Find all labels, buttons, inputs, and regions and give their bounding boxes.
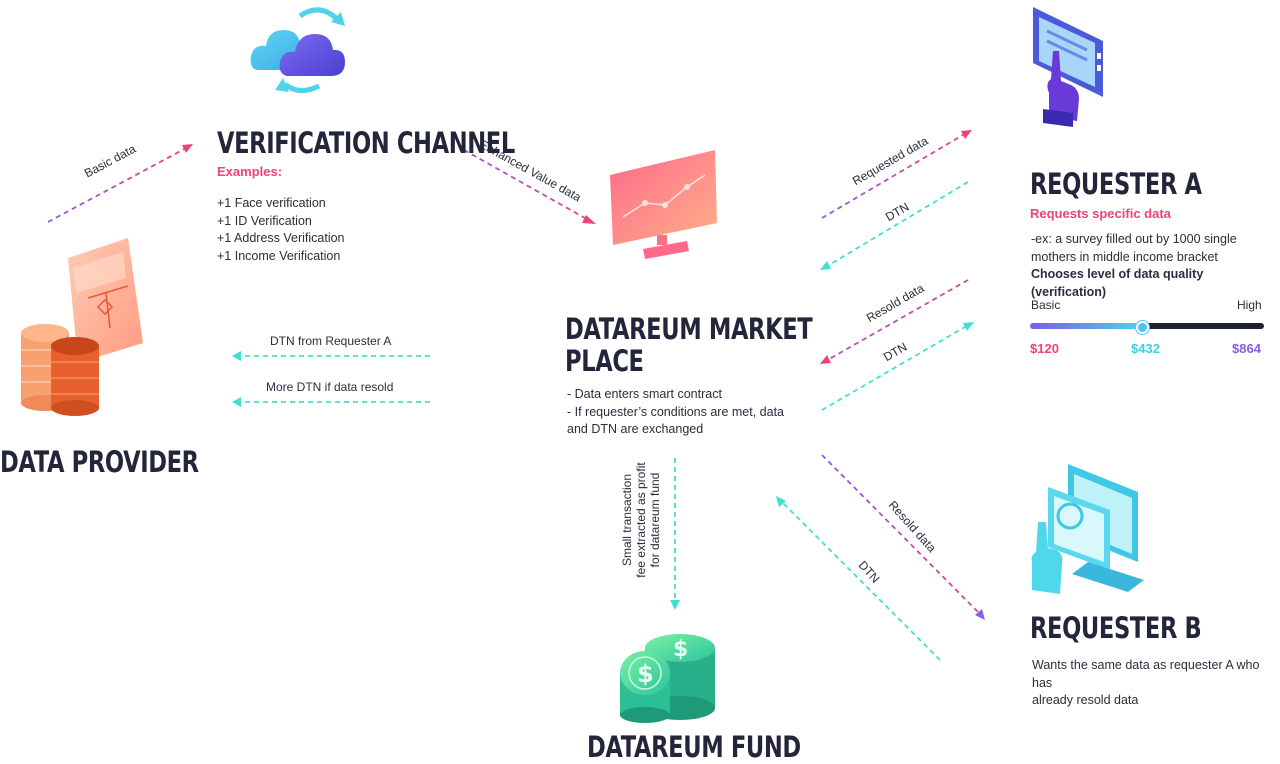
marketplace-line: - Data enters smart contract bbox=[567, 387, 722, 401]
arrow-requested-data bbox=[821, 131, 969, 219]
requester-b-title: REQUESTER B bbox=[1030, 611, 1202, 645]
arrowhead-requested bbox=[961, 130, 972, 139]
arrowhead-fee bbox=[670, 600, 680, 610]
arrowhead-enhanced bbox=[582, 215, 596, 224]
fund-title: DATAREUM FUND bbox=[587, 730, 801, 764]
label-fee: Small transaction fee extracted as profi… bbox=[620, 460, 662, 580]
arrowhead-dtn-b bbox=[776, 496, 786, 507]
svg-text:$: $ bbox=[673, 637, 688, 662]
verification-title: VERIFICATION CHANNEL bbox=[217, 126, 515, 160]
arrowhead-dtn-top bbox=[820, 261, 831, 270]
verification-item: +1 Income Verification bbox=[217, 248, 341, 263]
requester-b-description: Wants the same data as requester A who h… bbox=[1032, 657, 1280, 710]
marketplace-title-line1: DATAREUM MARKET bbox=[565, 312, 813, 346]
slider-max-label: High bbox=[1237, 298, 1262, 312]
cloud-sync-icon bbox=[250, 7, 345, 93]
arrowhead-dtn-a bbox=[963, 322, 974, 331]
requester-a-subtitle: Requests specific data bbox=[1030, 206, 1171, 221]
arrowhead-more-dtn bbox=[232, 397, 241, 407]
arrow-enhanced-data bbox=[463, 149, 593, 223]
verification-item: +1 ID Verification bbox=[217, 213, 312, 228]
quality-slider-knob[interactable] bbox=[1136, 321, 1150, 334]
arrowhead-resold-b bbox=[975, 609, 985, 620]
marketplace-description: - Data enters smart contract - If reques… bbox=[567, 386, 784, 439]
arrowhead-basic bbox=[182, 144, 193, 153]
marketplace-title-line2: PLACE bbox=[565, 344, 644, 378]
requester-a-quality-note: Chooses level of data quality (verificat… bbox=[1031, 267, 1204, 299]
requester-b-desc-line1: Wants the same data as requester A who h… bbox=[1032, 658, 1260, 690]
arrowhead-resold-market bbox=[820, 355, 831, 364]
arrow-dtn-to-a bbox=[821, 323, 971, 411]
label-more-dtn: More DTN if data resold bbox=[266, 380, 394, 394]
price-low: $120 bbox=[1030, 341, 1059, 356]
provider-title: DATA PROVIDER bbox=[0, 445, 199, 479]
database-document-icon bbox=[21, 238, 143, 416]
marketplace-line: and DTN are exchanged bbox=[567, 422, 704, 436]
verification-item: +1 Face verification bbox=[217, 196, 326, 210]
arrow-dtn-from-b bbox=[781, 501, 941, 661]
label-fee-line1: Small transaction bbox=[620, 473, 634, 567]
coins-icon: $ $ bbox=[620, 634, 715, 723]
slider-min-label: Basic bbox=[1031, 298, 1061, 312]
svg-text:$: $ bbox=[637, 660, 654, 688]
monitor-chart-icon bbox=[610, 150, 717, 259]
requester-b-desc-line2: already resold data bbox=[1032, 693, 1139, 707]
verification-subtitle: Examples: bbox=[217, 164, 283, 179]
requester-a-description: -ex: a survey filled out by 1000 single … bbox=[1031, 231, 1280, 301]
marketplace-line: - If requester’s conditions are met, dat… bbox=[567, 404, 785, 419]
arrow-resold-to-b bbox=[821, 454, 981, 615]
label-dtn-from-a: DTN from Requester A bbox=[270, 334, 392, 348]
arrowhead-dtn-from-a bbox=[232, 351, 241, 361]
verification-list: +1 Face verification +1 ID Verification … bbox=[217, 195, 345, 265]
touch-screen-icon bbox=[1033, 7, 1103, 127]
arrow-resold-to-market bbox=[823, 279, 969, 363]
label-fee-line2: fee extracted as profit bbox=[634, 462, 648, 578]
verification-item: +1 Address Verification bbox=[217, 231, 345, 245]
price-mid: $432 bbox=[1131, 341, 1160, 356]
laptop-touch-icon bbox=[1031, 464, 1144, 594]
requester-a-desc-line2: mothers in middle income bracket bbox=[1031, 249, 1218, 264]
label-fee-line3: for datareum fund bbox=[648, 472, 662, 568]
arrow-dtn-top bbox=[823, 181, 969, 269]
requester-a-desc-line1: -ex: a survey filled out by 1000 single bbox=[1031, 232, 1237, 246]
price-high: $864 bbox=[1232, 341, 1261, 356]
requester-a-title: REQUESTER A bbox=[1030, 167, 1202, 201]
